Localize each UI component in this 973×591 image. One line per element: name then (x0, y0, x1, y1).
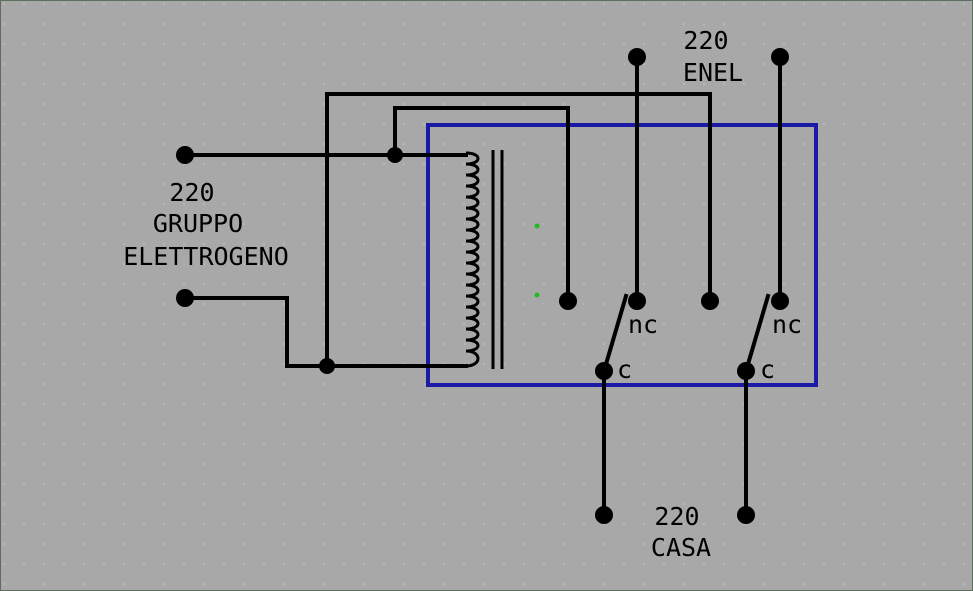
pin-c-2 (737, 362, 755, 380)
marker-dot (534, 223, 540, 229)
contact1-nc-label: nc (628, 310, 658, 339)
pin-feed (701, 292, 719, 310)
wire-outer-loop (325, 92, 712, 368)
terminal-casa-1 (595, 506, 613, 524)
marker-dot (534, 292, 540, 298)
pin-nc-2 (771, 292, 789, 310)
terminal-enel-2 (771, 48, 789, 66)
switch-contact-2 (743, 293, 771, 374)
pin-coil-return (559, 292, 577, 310)
grid-name-label: ENEL (683, 58, 743, 87)
house-name-label: CASA (651, 533, 711, 562)
switch-contact-1 (601, 293, 629, 374)
wire-inner-loop (393, 106, 570, 303)
relay-coil (465, 150, 504, 369)
terminal-casa-2 (737, 506, 755, 524)
generator-line1-label: GRUPPO (153, 209, 243, 238)
relay-outline (426, 123, 818, 387)
contact1-c-label: c (617, 355, 632, 384)
generator-line2-label: ELETTROGENO (123, 242, 289, 271)
connection-nodes (176, 48, 789, 524)
junction-top (387, 147, 403, 163)
generator-voltage-label: 220 (169, 178, 214, 207)
pin-nc-1 (628, 292, 646, 310)
terminal-generator-top (176, 146, 194, 164)
pin-c-1 (595, 362, 613, 380)
contact2-c-label: c (760, 355, 775, 384)
wire-generator-bottom (183, 296, 468, 368)
house-voltage-label: 220 (654, 502, 699, 531)
terminal-enel-1 (628, 48, 646, 66)
terminal-generator-bottom (176, 289, 194, 307)
grid-voltage-label: 220 (683, 26, 728, 55)
junction-bottom (319, 358, 335, 374)
contact2-nc-label: nc (772, 310, 802, 339)
